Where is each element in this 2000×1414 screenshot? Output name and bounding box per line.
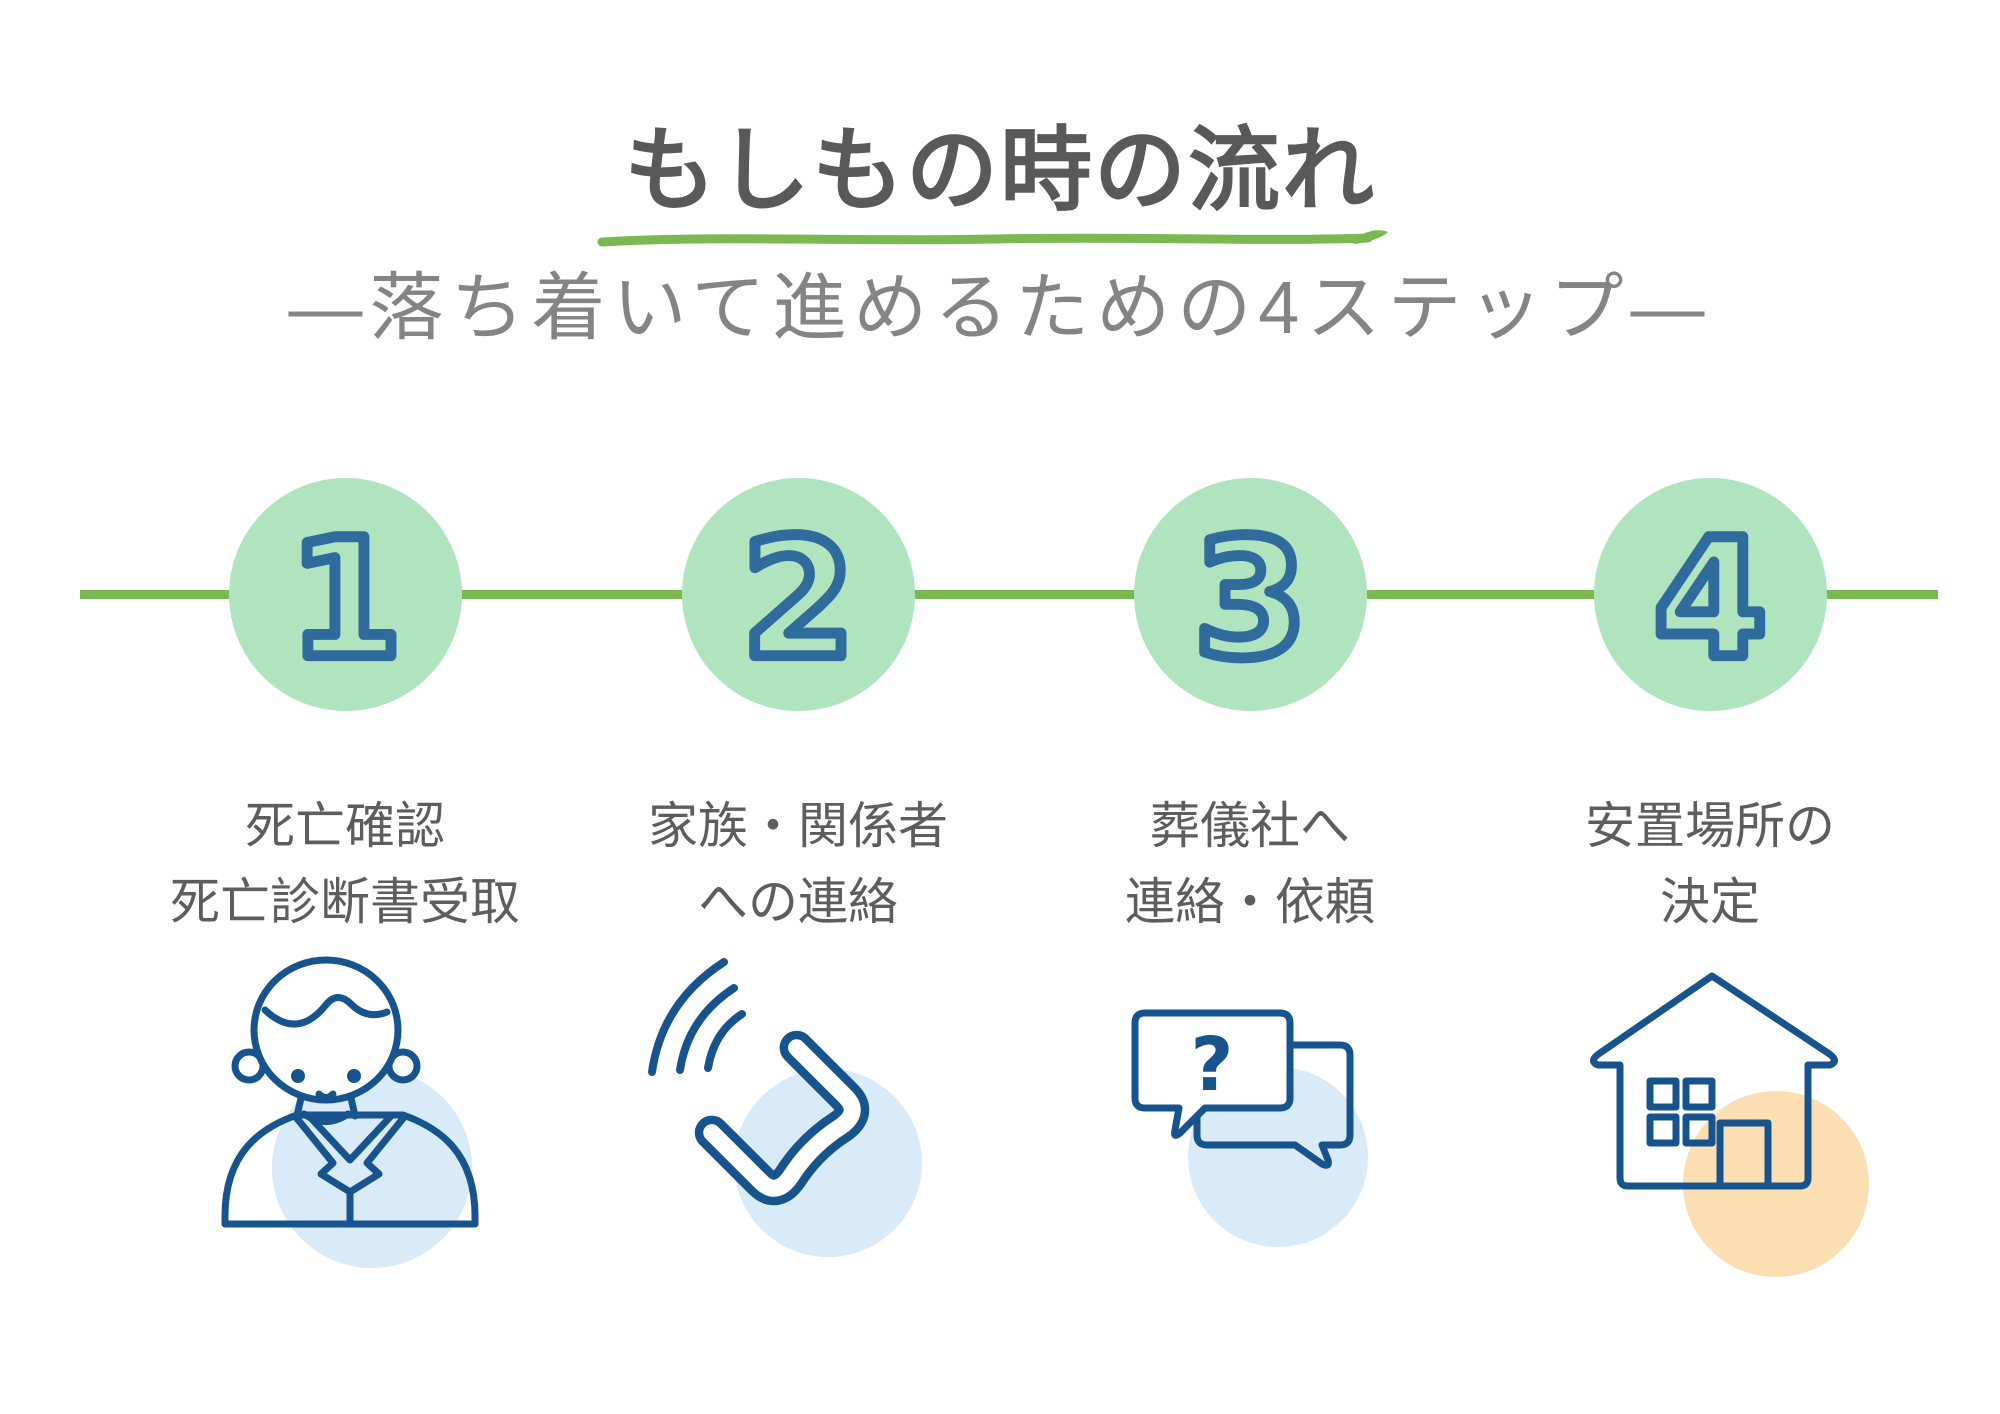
step-4-circle: 4 — [1593, 478, 1827, 711]
doctor-icon — [221, 956, 479, 1268]
page-subtitle: ―落ち着いて進めるための4ステップ― — [288, 266, 1712, 349]
step-number: 2 — [741, 506, 854, 695]
house-icon — [1590, 972, 1869, 1277]
question-mark: ? — [1191, 1022, 1234, 1108]
step-number: 4 — [1653, 506, 1766, 695]
step-label-line2: への連絡 — [698, 874, 898, 930]
step-label-line1: 家族・関係者 — [648, 798, 948, 854]
step-1: 1 死亡確認 死亡診断書受取 — [115, 478, 575, 1348]
chat-bubbles-icon: ? — [1131, 1009, 1368, 1247]
step-1-label: 死亡確認 死亡診断書受取 — [170, 788, 520, 940]
step-3-circle: 3 — [1133, 478, 1367, 711]
step-2: 2 家族・関係者 への連絡 — [568, 478, 1028, 1348]
step-2-circle: 2 — [681, 478, 915, 711]
title-underline-brushstroke — [597, 230, 1388, 247]
page-title: もしもの時の流れ — [623, 120, 1376, 222]
step-3: 3 葬儀社へ 連絡・依頼 ? — [1020, 478, 1480, 1348]
step-3-label: 葬儀社へ 連絡・依頼 — [1125, 788, 1375, 940]
step-2-label: 家族・関係者 への連絡 — [648, 788, 948, 940]
phone-icon — [648, 958, 922, 1257]
step-label-line1: 死亡確認 — [245, 798, 445, 854]
step-label-line2: 死亡診断書受取 — [170, 874, 520, 930]
step-label-line1: 葬儀社へ — [1150, 798, 1350, 854]
step-label-line1: 安置場所の — [1585, 798, 1835, 854]
step-4-number-badge: 4 — [1648, 500, 1772, 700]
step-4-label: 安置場所の 決定 — [1585, 788, 1835, 940]
step-4: 4 安置場所の 決定 — [1480, 478, 1940, 1348]
accent-blob — [1188, 1067, 1368, 1247]
step-label-line2: 決定 — [1660, 874, 1760, 930]
step-label-line2: 連絡・依頼 — [1125, 874, 1375, 930]
step-number: 1 — [288, 506, 401, 695]
step-1-number-badge: 1 — [283, 500, 407, 700]
step-number: 3 — [1193, 506, 1306, 695]
timeline-connector-line — [80, 590, 1938, 599]
step-1-circle: 1 — [228, 478, 462, 711]
step-2-number-badge: 2 — [736, 500, 860, 700]
accent-blob — [734, 1069, 922, 1257]
step-3-number-badge: 3 — [1188, 500, 1312, 700]
